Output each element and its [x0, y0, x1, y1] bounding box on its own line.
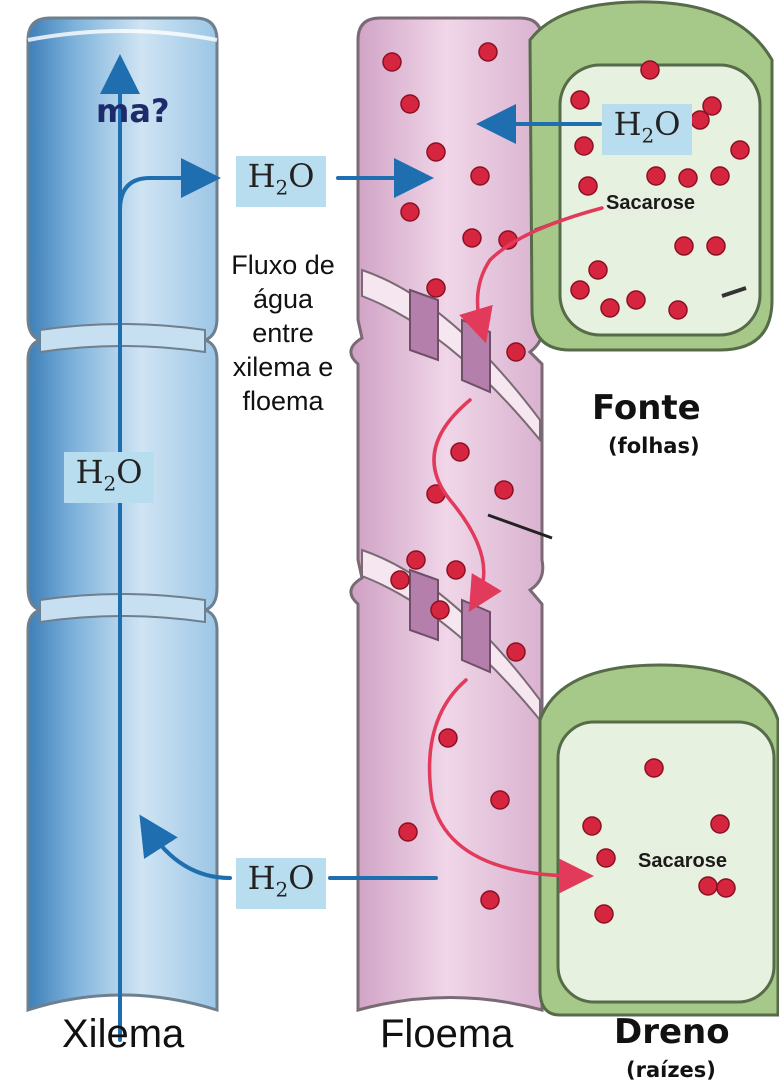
sink-label: Dreno [614, 1012, 730, 1052]
source-sublabel: (folhas) [608, 434, 700, 458]
phloem-sieve-tube [351, 18, 543, 1010]
h2o-label-source-cell: H2O [602, 104, 692, 155]
h2o-label-xylem-to-phloem: H2O [236, 156, 326, 207]
h2o-label-sink-to-xylem: H2O [236, 858, 326, 909]
h2o-label-xylem-mid: H2O [64, 452, 154, 503]
sink-cell [540, 665, 778, 1015]
xylem-label: Xilema [62, 1012, 184, 1057]
xylem-vessel [28, 18, 217, 1010]
sucrose-label-sink: Sacarose [636, 850, 729, 873]
sucrose-label-source: Sacarose [604, 192, 697, 215]
heading-fragment: ma? [96, 92, 170, 130]
water-flux-caption: Fluxo de água entre xilema e floema [208, 248, 358, 418]
source-label: Fonte [592, 388, 701, 428]
phloem-label: Floema [380, 1012, 513, 1057]
sink-sublabel: (raízes) [626, 1058, 716, 1082]
